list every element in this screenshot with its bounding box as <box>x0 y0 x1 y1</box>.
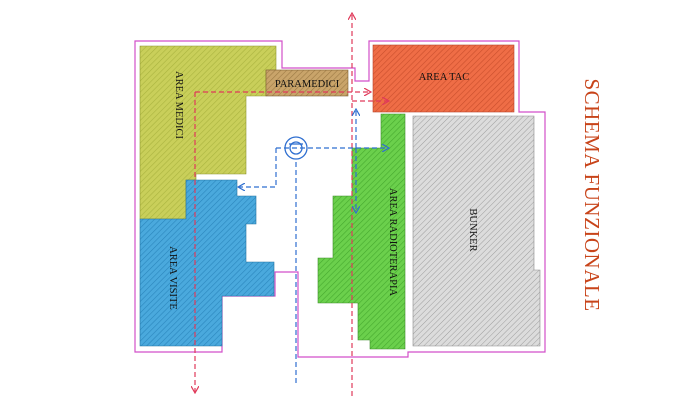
area-tac-label: AREA TAC <box>419 72 470 83</box>
area-radioterapia-label: AREA RADIOTERAPIA <box>387 188 398 297</box>
diagram-title: SCHEMA FUNZIONALE <box>580 78 604 311</box>
entrance-icon <box>284 136 308 160</box>
area-tac <box>372 44 515 113</box>
area-bunker-label: BUNKER <box>467 208 478 251</box>
area-medici-label: AREA MEDICI <box>173 71 184 139</box>
area-visite-label: AREA VISITE <box>167 246 178 310</box>
blue-route-left-down <box>239 148 277 187</box>
area-visite <box>139 179 275 347</box>
blue-route <box>239 110 388 383</box>
area-paramedici-label: PARAMEDICI <box>275 79 340 90</box>
red-route <box>195 14 388 396</box>
area-bunker <box>412 115 541 347</box>
